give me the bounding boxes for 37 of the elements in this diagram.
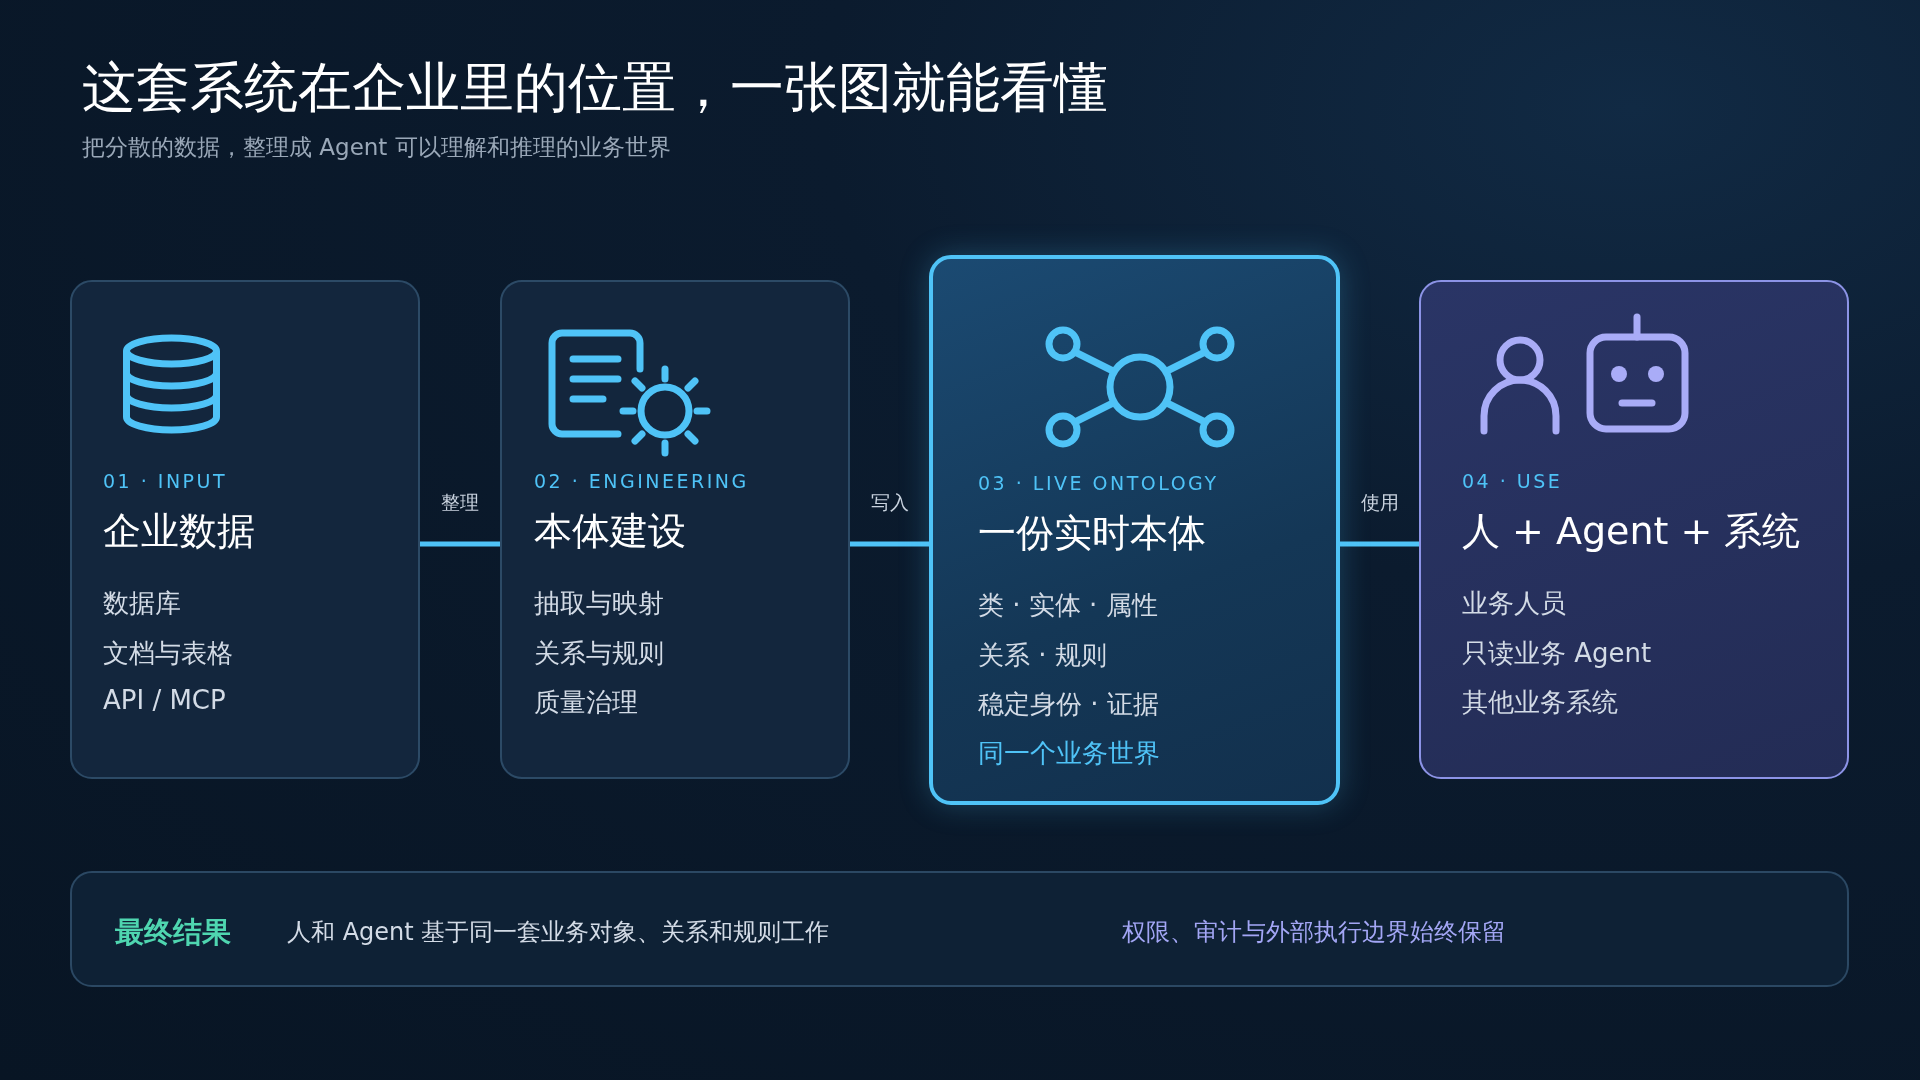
stage-title: 人 + Agent + 系统 bbox=[1462, 508, 1801, 556]
list-item: 关系 · 规则 bbox=[978, 639, 1107, 673]
list-item: 抽取与映射 bbox=[534, 587, 664, 621]
connector-line bbox=[1340, 541, 1419, 547]
stage-card bbox=[70, 280, 420, 779]
list-item: 关系与规则 bbox=[534, 637, 664, 671]
list-item: 业务人员 bbox=[1462, 587, 1566, 621]
stage-title: 企业数据 bbox=[103, 508, 255, 556]
list-item: 其他业务系统 bbox=[1462, 686, 1618, 720]
stage-title: 本体建设 bbox=[534, 508, 686, 556]
list-item: 文档与表格 bbox=[103, 637, 233, 671]
list-item: 质量治理 bbox=[534, 686, 638, 720]
stage-title: 一份实时本体 bbox=[978, 510, 1206, 558]
stage-card bbox=[929, 255, 1340, 805]
connector-line bbox=[420, 541, 500, 547]
result-heading: 最终结果 bbox=[115, 914, 231, 951]
list-item: 同一个业务世界 bbox=[978, 737, 1160, 771]
stage-card bbox=[500, 280, 850, 779]
list-item: 稳定身份 · 证据 bbox=[978, 688, 1159, 722]
subtitle: 把分散的数据，整理成 Agent 可以理解和推理的业务世界 bbox=[82, 133, 671, 162]
stage-label: 03 · LIVE ONTOLOGY bbox=[978, 471, 1219, 494]
stage-label: 01 · INPUT bbox=[103, 469, 228, 492]
list-item: 数据库 bbox=[103, 587, 181, 621]
result-note: 权限、审计与外部执行边界始终保留 bbox=[1122, 917, 1506, 949]
list-item: 只读业务 Agent bbox=[1462, 637, 1652, 671]
list-item: 类 · 实体 · 属性 bbox=[978, 589, 1158, 623]
result-text: 人和 Agent 基于同一套业务对象、关系和规则工作 bbox=[287, 917, 830, 949]
stage-label: 04 · USE bbox=[1462, 469, 1563, 492]
edge-label: 整理 bbox=[441, 490, 479, 515]
edge-label: 使用 bbox=[1360, 490, 1399, 515]
stage-card bbox=[1419, 280, 1849, 779]
connector-line bbox=[850, 541, 929, 547]
edge-label: 写入 bbox=[870, 490, 909, 515]
stage-label: 02 · ENGINEERING bbox=[534, 469, 749, 492]
result-banner bbox=[70, 871, 1849, 987]
title: 这套系统在企业里的位置，一张图就能看懂 bbox=[82, 55, 1108, 121]
list-item: API / MCP bbox=[103, 685, 226, 716]
